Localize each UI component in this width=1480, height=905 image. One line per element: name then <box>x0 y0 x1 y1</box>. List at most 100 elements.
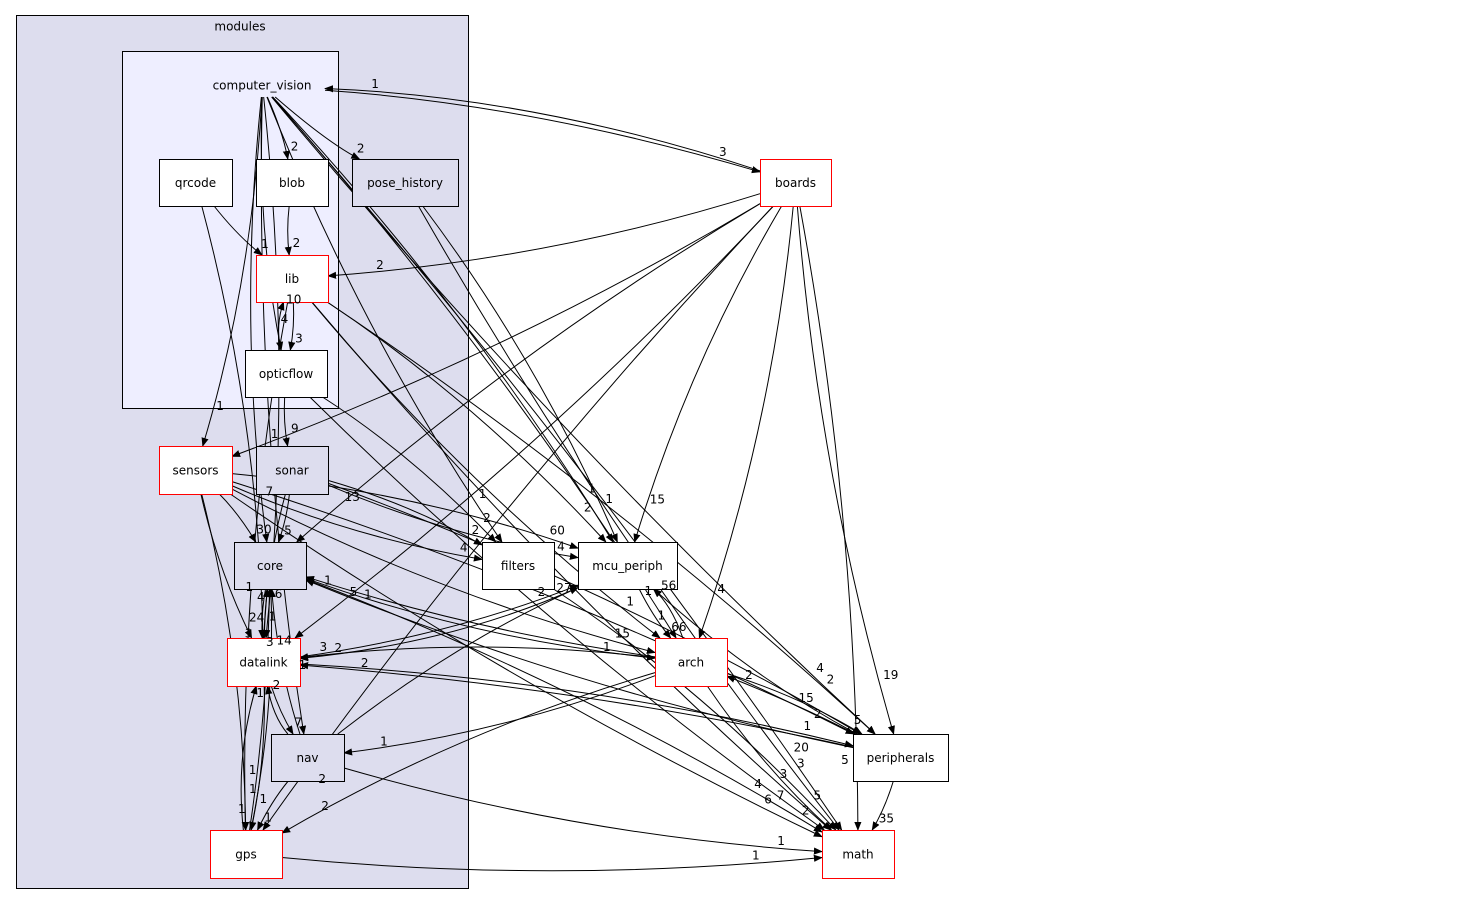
edge-label: 1 <box>264 810 272 824</box>
node-label-arch: arch <box>678 656 704 670</box>
edge-label: 66 <box>671 620 686 634</box>
node-lib[interactable] <box>256 255 329 303</box>
edge-label: 2 <box>361 656 369 670</box>
node-peripherals[interactable] <box>853 734 949 782</box>
node-gps[interactable] <box>210 830 283 879</box>
edge-label: 4 <box>557 539 565 553</box>
edge-label: 2 <box>745 668 753 682</box>
node-label-filters: filters <box>501 559 535 573</box>
node-sonar[interactable] <box>256 446 329 495</box>
node-label-qrcode: qrcode <box>175 176 216 190</box>
edge-label: 3 <box>797 757 805 771</box>
edge-label: 3 <box>719 145 727 159</box>
node-sensors[interactable] <box>159 446 233 495</box>
edge-datalink-to-mcu-periph <box>299 584 579 658</box>
node-opticflow[interactable] <box>245 350 328 398</box>
edge-gps-to-core <box>249 588 274 831</box>
edge-label: 30 <box>256 522 271 536</box>
edge-label: 1 <box>364 588 372 602</box>
node-qrcode[interactable] <box>159 159 233 207</box>
edge-nav-to-datalink <box>265 685 289 735</box>
edge-label: 7 <box>265 485 273 499</box>
edge-sensors-to-datalink <box>200 493 253 639</box>
edge-computer-vision-to-boards <box>324 89 761 174</box>
edge-label: 7 <box>777 789 785 803</box>
edge-label: 6 <box>764 793 772 807</box>
node-nav[interactable] <box>271 734 345 782</box>
node-arch[interactable] <box>655 638 728 687</box>
edge-label: 1 <box>260 792 268 806</box>
node-label-sensors: sensors <box>172 464 218 478</box>
edge-mcu-periph-to-arch <box>638 588 672 639</box>
edge-peripherals-to-arch <box>726 675 856 735</box>
edge-label: 1 <box>271 427 279 441</box>
edge-label: 3 <box>780 767 788 781</box>
edge-label: 20 <box>794 741 809 755</box>
edge-sensors-to-core <box>218 493 257 543</box>
edge-label: 3 <box>266 635 274 649</box>
edge-label: 2 <box>827 673 835 687</box>
edge-boards-to-peripherals <box>796 205 895 735</box>
edge-label: 5 <box>813 788 821 802</box>
edge-label: 35 <box>879 812 894 826</box>
node-filters[interactable] <box>482 542 555 590</box>
edge-arch-to-datalink <box>299 646 656 661</box>
edge-label: 3 <box>245 626 253 640</box>
edge-label: 5 <box>284 523 292 537</box>
edge-label: 1 <box>380 735 388 749</box>
edge-label: 1 <box>269 609 277 623</box>
edge-label: 1 <box>238 802 246 816</box>
edge-label: 6 <box>275 587 283 601</box>
cluster-label-modules: modules <box>214 20 265 34</box>
edge-label: 7 <box>294 716 302 730</box>
edge-opticflow-to-filters <box>322 396 497 543</box>
edge-label: 2 <box>321 799 329 813</box>
edge-label: 1 <box>324 574 332 588</box>
node-label-pose-history: pose_history <box>367 176 443 190</box>
edge-label: 1 <box>803 719 811 733</box>
edge-label: 1 <box>479 487 487 501</box>
edge-label: 15 <box>615 626 630 640</box>
edge-label: 2 <box>538 585 546 599</box>
edge-nav-to-gps <box>257 780 289 831</box>
edge-label: 1 <box>777 834 785 848</box>
edge-label: 1 <box>249 763 257 777</box>
node-math[interactable] <box>822 830 895 879</box>
edge-sensors-to-peripherals <box>231 481 855 735</box>
edge-arch-to-nav <box>343 675 656 756</box>
node-label-boards: boards <box>775 176 816 190</box>
edge-label: 5 <box>841 753 849 767</box>
node-pose-history[interactable] <box>352 159 459 207</box>
edge-boards-to-sensors <box>231 203 761 457</box>
node-boards[interactable] <box>760 159 832 207</box>
node-label-mcu-periph: mcu_periph <box>592 559 662 573</box>
edge-label: 9 <box>291 421 299 435</box>
node-label-math: math <box>842 848 873 862</box>
edge-lib-to-math <box>311 301 832 831</box>
edge-label: 2 <box>273 678 281 692</box>
edge-label: 5 <box>854 713 862 727</box>
node-blob[interactable] <box>256 159 329 207</box>
edge-label: 1 <box>644 584 652 598</box>
edge-sonar-to-filters <box>327 479 483 546</box>
edge-label: 4 <box>717 582 725 596</box>
edge-label: 2 <box>334 641 342 655</box>
edge-filters-to-math <box>553 588 837 831</box>
edge-label: 1 <box>752 848 760 862</box>
node-core[interactable] <box>234 542 307 590</box>
edge-label: 4 <box>754 777 762 791</box>
edge-label: 24 <box>249 610 264 624</box>
edge-label: 10 <box>286 293 301 307</box>
edge-sonar-to-core <box>277 493 290 543</box>
edge-datalink-to-peripherals <box>299 663 854 748</box>
node-label-datalink: datalink <box>239 656 287 670</box>
edge-arch-to-peripherals <box>726 672 863 735</box>
edge-label: 13 <box>345 490 360 504</box>
cluster-computer-vision[interactable] <box>122 51 339 409</box>
edge-label: 2 <box>291 140 299 154</box>
node-datalink[interactable] <box>227 638 301 687</box>
node-mcu-periph[interactable] <box>578 542 678 590</box>
edge-label: 15 <box>799 691 814 705</box>
edge-datalink-to-nav <box>270 685 294 735</box>
edge-label: 1 <box>299 658 307 672</box>
